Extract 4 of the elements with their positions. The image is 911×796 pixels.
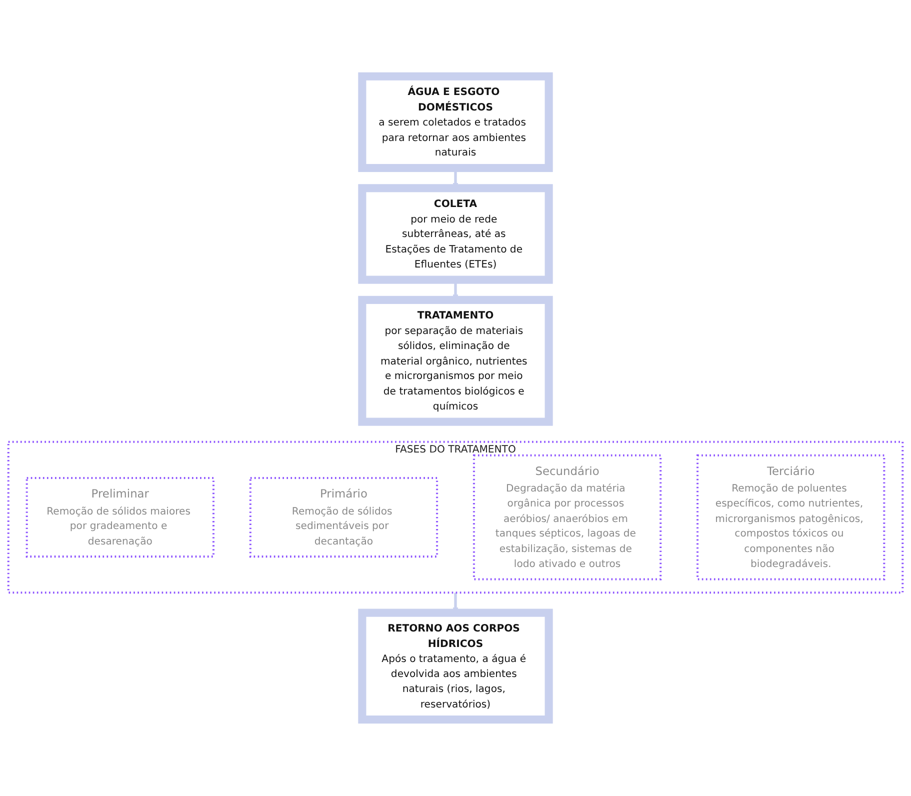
node-box: RETORNO AOS CORPOS HÍDRICOS Após o tratamento, a água é devolvida aos ambientes naturais (rios, lagos, reservatórios) — [358, 608, 553, 724]
node-box: TRATAMENTO por separação de materiais sólidos, eliminação de material orgânico, nutrientes e microrganismos por meio de tratamentos biológicos e químicos — [358, 296, 553, 426]
node-box: ÁGUA E ESGOTO DOMÉSTICOS a serem coletados e tratados para retornar aos ambientes naturais — [358, 72, 553, 172]
node-box: COLETA por meio de rede subterrâneas, até as Estações de Tratamento de Efluentes (ETEs) — [358, 184, 553, 284]
